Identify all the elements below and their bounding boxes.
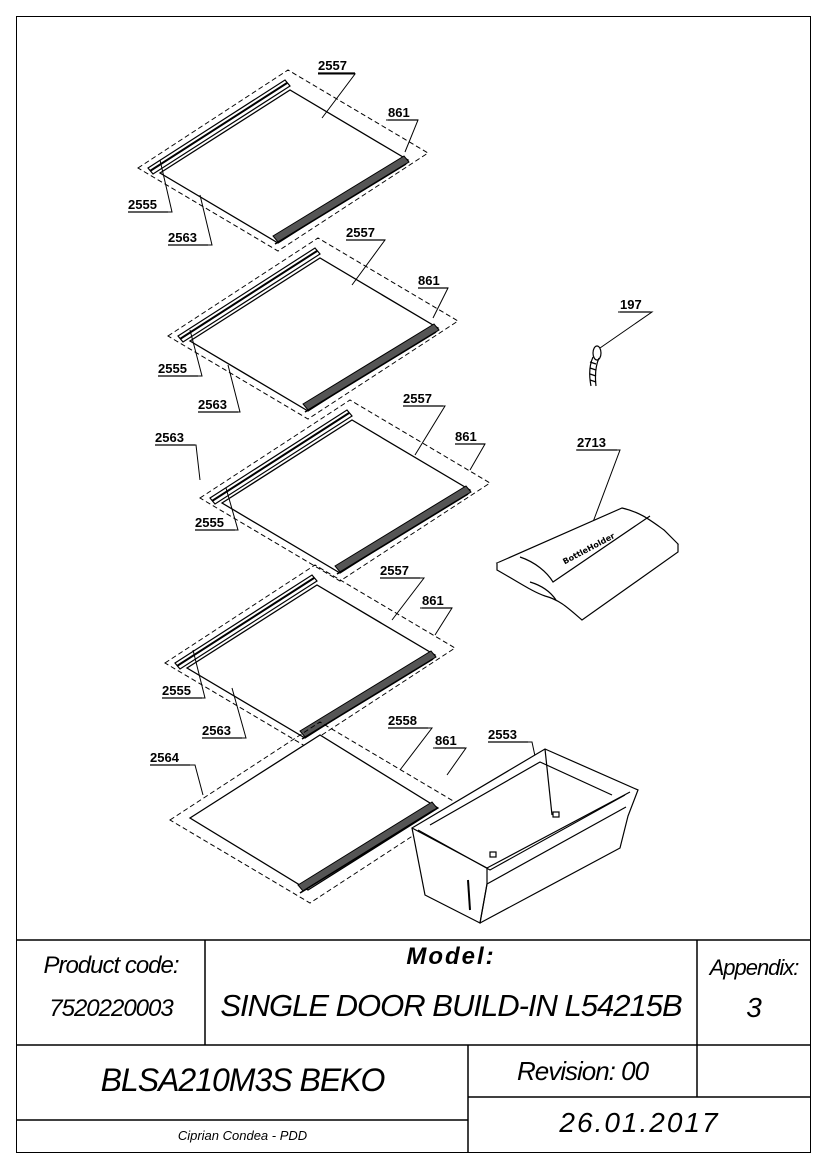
crisper-2553	[411, 748, 639, 924]
bottle-holder-2713: BottleHolder	[495, 507, 679, 621]
callout-2713: 2713	[577, 435, 606, 450]
clip-197	[589, 345, 602, 387]
shelf-3	[199, 399, 491, 582]
callout-s5-2564: 2564	[150, 750, 180, 765]
callout-s4-2557: 2557	[380, 563, 409, 578]
callout-s5-2558: 2558	[388, 713, 417, 728]
appendix-label: Appendix:	[709, 955, 800, 980]
part-name: BLSA210M3S BEKO	[100, 1062, 386, 1098]
callout-s1-2555: 2555	[128, 197, 157, 212]
model-label: Model:	[406, 943, 496, 970]
callout-s2-861: 861	[418, 273, 440, 288]
author: Ciprian Condea - PDD	[177, 1128, 308, 1143]
callout-s5-861: 861	[435, 733, 457, 748]
part-callouts: 2557 861 2555 2563 2557 861 2555 2563 25…	[128, 58, 642, 765]
callout-s3-2563: 2563	[155, 430, 184, 445]
callout-s4-2555: 2555	[162, 683, 191, 698]
callout-s1-861: 861	[388, 105, 410, 120]
shelf-1	[137, 69, 429, 252]
product-code-value: 7520220003	[49, 995, 173, 1022]
callout-s2-2563: 2563	[198, 397, 227, 412]
callout-s1-2557: 2557	[318, 58, 347, 73]
title-block-grid	[17, 939, 810, 1153]
callout-s2-2557: 2557	[346, 225, 375, 240]
callout-s3-2555: 2555	[195, 515, 224, 530]
callout-s4-861: 861	[422, 593, 444, 608]
drawing-frame	[16, 16, 811, 1153]
appendix-value: 3	[746, 992, 762, 1023]
callout-s3-861: 861	[455, 429, 477, 444]
callout-underlines	[128, 72, 650, 766]
callout-s3-2557: 2557	[403, 391, 432, 406]
callout-2553: 2553	[488, 727, 517, 742]
revision: Revision: 00	[516, 1056, 649, 1086]
callout-197: 197	[620, 297, 642, 312]
callout-s1-2563: 2563	[168, 230, 197, 245]
callout-s2-2555: 2555	[158, 361, 187, 376]
model-value: SINGLE DOOR BUILD-IN L54215B	[220, 988, 682, 1023]
product-code-label: Product code:	[43, 952, 179, 979]
date: 26.01.2017	[559, 1107, 720, 1138]
callout-s4-2563: 2563	[202, 723, 231, 738]
